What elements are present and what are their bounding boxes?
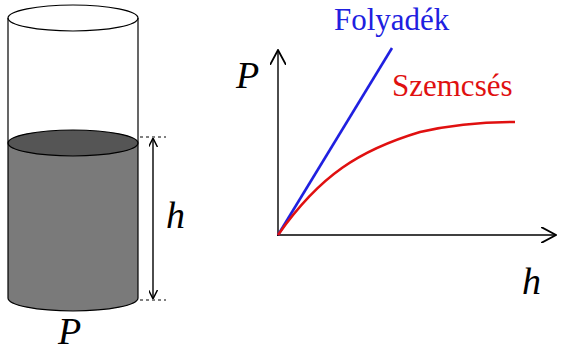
axis-label: h <box>522 262 541 300</box>
dimension-line <box>140 137 166 138</box>
height-label: h <box>166 196 185 234</box>
curve-label: Folyadék <box>334 4 449 35</box>
dimension-line <box>140 300 166 301</box>
granular-fill <box>8 143 138 311</box>
cylinder-top <box>8 5 138 31</box>
x-axis <box>277 234 556 235</box>
cylinder-wall <box>137 18 138 298</box>
curve-label: Szemcsés <box>392 70 513 101</box>
liquid-curve <box>278 48 392 235</box>
pressure-label: P <box>58 312 81 350</box>
y-axis <box>277 50 278 236</box>
granular-curve <box>278 122 515 235</box>
dimension-arrow <box>152 139 153 298</box>
cylinder-bottom <box>8 298 138 311</box>
cylinder-wall <box>7 18 8 298</box>
axis-label: P <box>236 56 259 94</box>
cylinder <box>8 5 138 311</box>
fill-surface <box>8 130 138 156</box>
